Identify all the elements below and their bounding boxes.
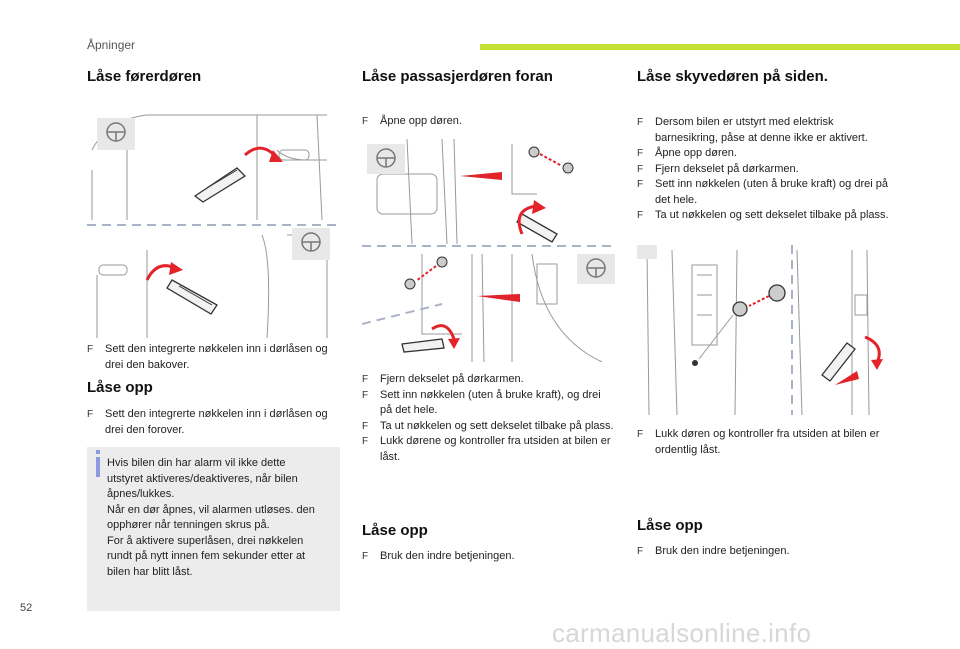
header-accent-bar [480, 44, 960, 50]
col2-title: Låse passasjerdøren foran [362, 68, 553, 85]
rotate-arrow-icon [864, 335, 881, 364]
steering-wheel-icon [577, 254, 615, 284]
page-number: 52 [20, 602, 33, 614]
info-marker-icon [96, 450, 100, 477]
steering-wheel-icon [97, 118, 135, 150]
driver-door-illustration [87, 110, 340, 339]
col2-unlock-title: Låse opp [362, 522, 428, 539]
sliding-door-illustration [637, 245, 892, 416]
key-icon [401, 338, 445, 353]
steering-wheel-icon [637, 245, 657, 259]
key-icon [821, 342, 856, 382]
watermark: carmanualsonline.info [552, 618, 812, 648]
info-box: Hvis bilen din har alarm vil ikke dette … [87, 447, 340, 611]
passenger-door-illustration [361, 134, 617, 363]
lock-cover-icon [404, 146, 574, 290]
col1-unlock-title: Låse opp [87, 379, 153, 396]
info-text: Hvis bilen din har alarm vil ikke dette … [107, 457, 315, 578]
rotate-arrow-icon [431, 204, 538, 340]
key-icon [516, 213, 558, 243]
col3-unlock-title: Låse opp [637, 517, 703, 534]
key-icon [193, 167, 247, 203]
steering-wheel-icon [292, 228, 330, 260]
col3-title: Låse skyvedøren på siden. [637, 68, 828, 85]
steering-wheel-icon [367, 144, 405, 174]
key-icon [166, 279, 218, 315]
col1-title: Låse førerdøren [87, 68, 202, 85]
section-label: Åpninger [87, 38, 136, 52]
lock-cover-icon [692, 284, 786, 366]
